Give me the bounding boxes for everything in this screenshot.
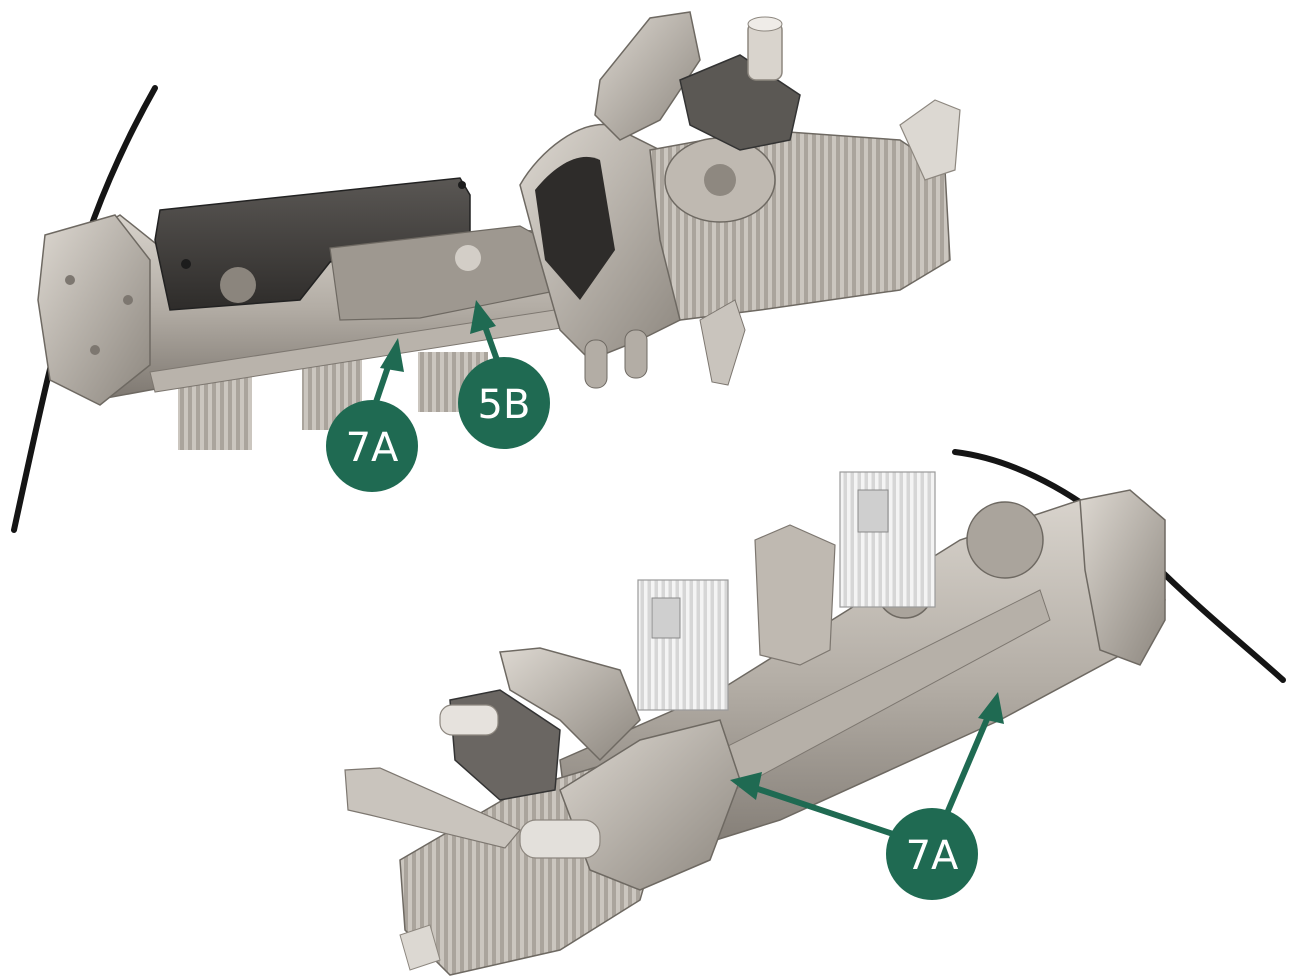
top-cover-bolt-3 <box>123 295 133 305</box>
callout-bottom-7a-label: 7A <box>906 833 959 879</box>
callout-top-5b-label: 5B <box>478 382 531 428</box>
top-plate-hole-2 <box>181 259 191 269</box>
bottom-7a-arrow-line-right <box>942 710 993 820</box>
top-timing-cover <box>37 214 151 406</box>
top-upper-bracket <box>594 11 701 141</box>
top-lower-pipe-2 <box>624 329 648 379</box>
top-5b-arrowhead <box>470 300 496 334</box>
bottom-7a-arrowhead-left <box>730 772 762 800</box>
bottom-timing-cover <box>1079 489 1166 666</box>
top-lower-strut <box>699 299 746 386</box>
top-light-plate-hole <box>455 245 481 271</box>
bottom-7a-arrowhead-right <box>978 692 1004 724</box>
top-7a-arrowhead <box>380 338 404 372</box>
bottom-cylinder-right-port <box>857 489 889 533</box>
bottom-bell-housing <box>559 719 741 891</box>
bottom-engine-assembly <box>344 449 1286 976</box>
callout-bottom-7a-circle <box>886 808 978 900</box>
top-gearbox-fan-hub <box>704 164 736 196</box>
bottom-divider-plate <box>754 524 836 666</box>
bottom-starter <box>519 819 601 859</box>
top-engine-assembly <box>11 11 961 533</box>
top-right-bracket <box>899 99 961 181</box>
callout-top-7a: 7A <box>326 400 418 492</box>
callout-top-5b-circle <box>458 357 550 449</box>
bottom-left-end-bracket <box>399 924 441 971</box>
top-cover-bolt-1 <box>65 275 75 285</box>
bottom-cylinder-left-port <box>651 597 681 639</box>
top-bell-opening <box>535 156 615 300</box>
callout-top-7a-label: 7A <box>346 425 399 471</box>
callout-top-5b: 5B <box>458 357 550 449</box>
bottom-boss-1 <box>966 501 1044 579</box>
bottom-steering-shaft <box>439 704 499 736</box>
top-plate-hole-3 <box>458 181 466 189</box>
top-cover-bolt-2 <box>90 345 100 355</box>
callout-top-7a-circle <box>326 400 418 492</box>
bottom-upper-bracket <box>499 647 641 762</box>
top-lower-pipe-1 <box>584 339 608 389</box>
bottom-left-strut <box>344 767 521 849</box>
callout-arrows <box>372 300 1004 841</box>
top-steering-shaft-cap <box>747 16 783 32</box>
bottom-7a-arrow-line-left <box>751 784 906 841</box>
top-plate-hole-1 <box>220 267 256 303</box>
callout-bottom-7a: 7A <box>886 808 978 900</box>
